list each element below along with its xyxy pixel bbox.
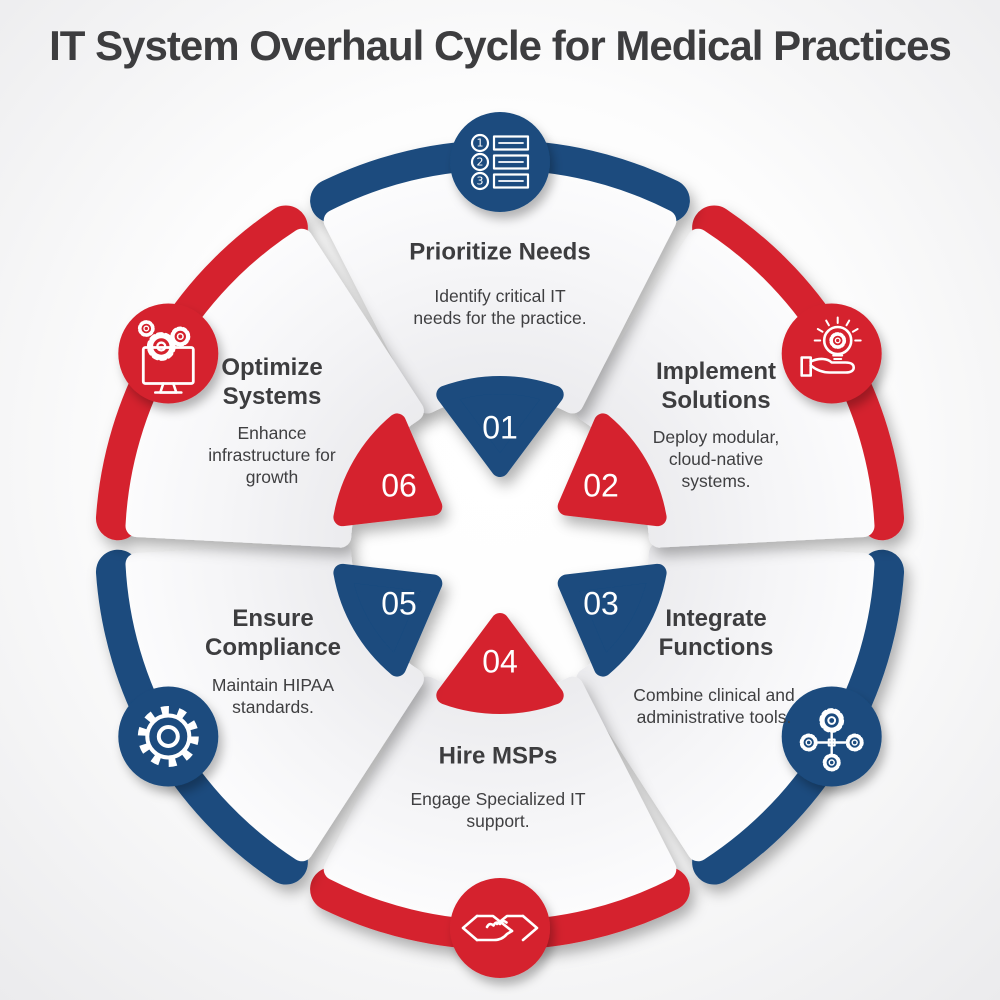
- step-04-icon-circle: [450, 878, 550, 978]
- step-03-icon-circle: [781, 686, 882, 787]
- svg-text:3: 3: [477, 175, 484, 188]
- step-06-number: 06: [381, 467, 417, 504]
- numbered-list-icon: 1 2 3: [470, 133, 530, 191]
- connected-gears-icon: [799, 710, 864, 772]
- page-title: IT System Overhaul Cycle for Medical Pra…: [49, 22, 952, 69]
- step-02-icon-circle: [781, 303, 882, 404]
- step-02-number: 02: [583, 467, 619, 504]
- svg-text:1: 1: [477, 137, 484, 150]
- lightbulb-hand-icon: [800, 316, 862, 377]
- step-01-title: Prioritize Needs: [409, 238, 591, 266]
- step-04-title: Hire MSPs: [438, 742, 558, 770]
- step-05-number: 05: [381, 585, 417, 622]
- step-06-icon-circle: [118, 303, 219, 404]
- handshake-icon: [461, 914, 539, 942]
- step-05-icon-circle: [118, 686, 219, 787]
- step-02-description: Deploy modular, cloud-native systems.: [652, 426, 780, 492]
- step-03-description: Combine clinical and administrative tool…: [633, 684, 795, 727]
- step-01-icon-circle: 1 2 3: [450, 112, 550, 212]
- monitor-gears-icon: [137, 320, 195, 394]
- step-06-title: Optimize Systems: [221, 354, 323, 410]
- step-03-title: Integrate Functions: [658, 605, 774, 661]
- step-01-description: Identify critical IT needs for the pract…: [413, 285, 587, 328]
- step-02-title: Implement Solutions: [655, 358, 777, 414]
- step-04-number: 04: [482, 643, 518, 680]
- svg-text:2: 2: [477, 156, 484, 169]
- step-01-number: 01: [482, 409, 518, 446]
- step-05-title: Ensure Compliance: [204, 605, 342, 661]
- step-04-description: Engage Specialized IT support.: [410, 788, 586, 831]
- step-05-description: Maintain HIPAA standards.: [211, 674, 335, 717]
- step-03-number: 03: [583, 585, 619, 622]
- step-06-description: Enhance infrastructure for growth: [208, 422, 336, 488]
- gear-icon: [137, 706, 199, 767]
